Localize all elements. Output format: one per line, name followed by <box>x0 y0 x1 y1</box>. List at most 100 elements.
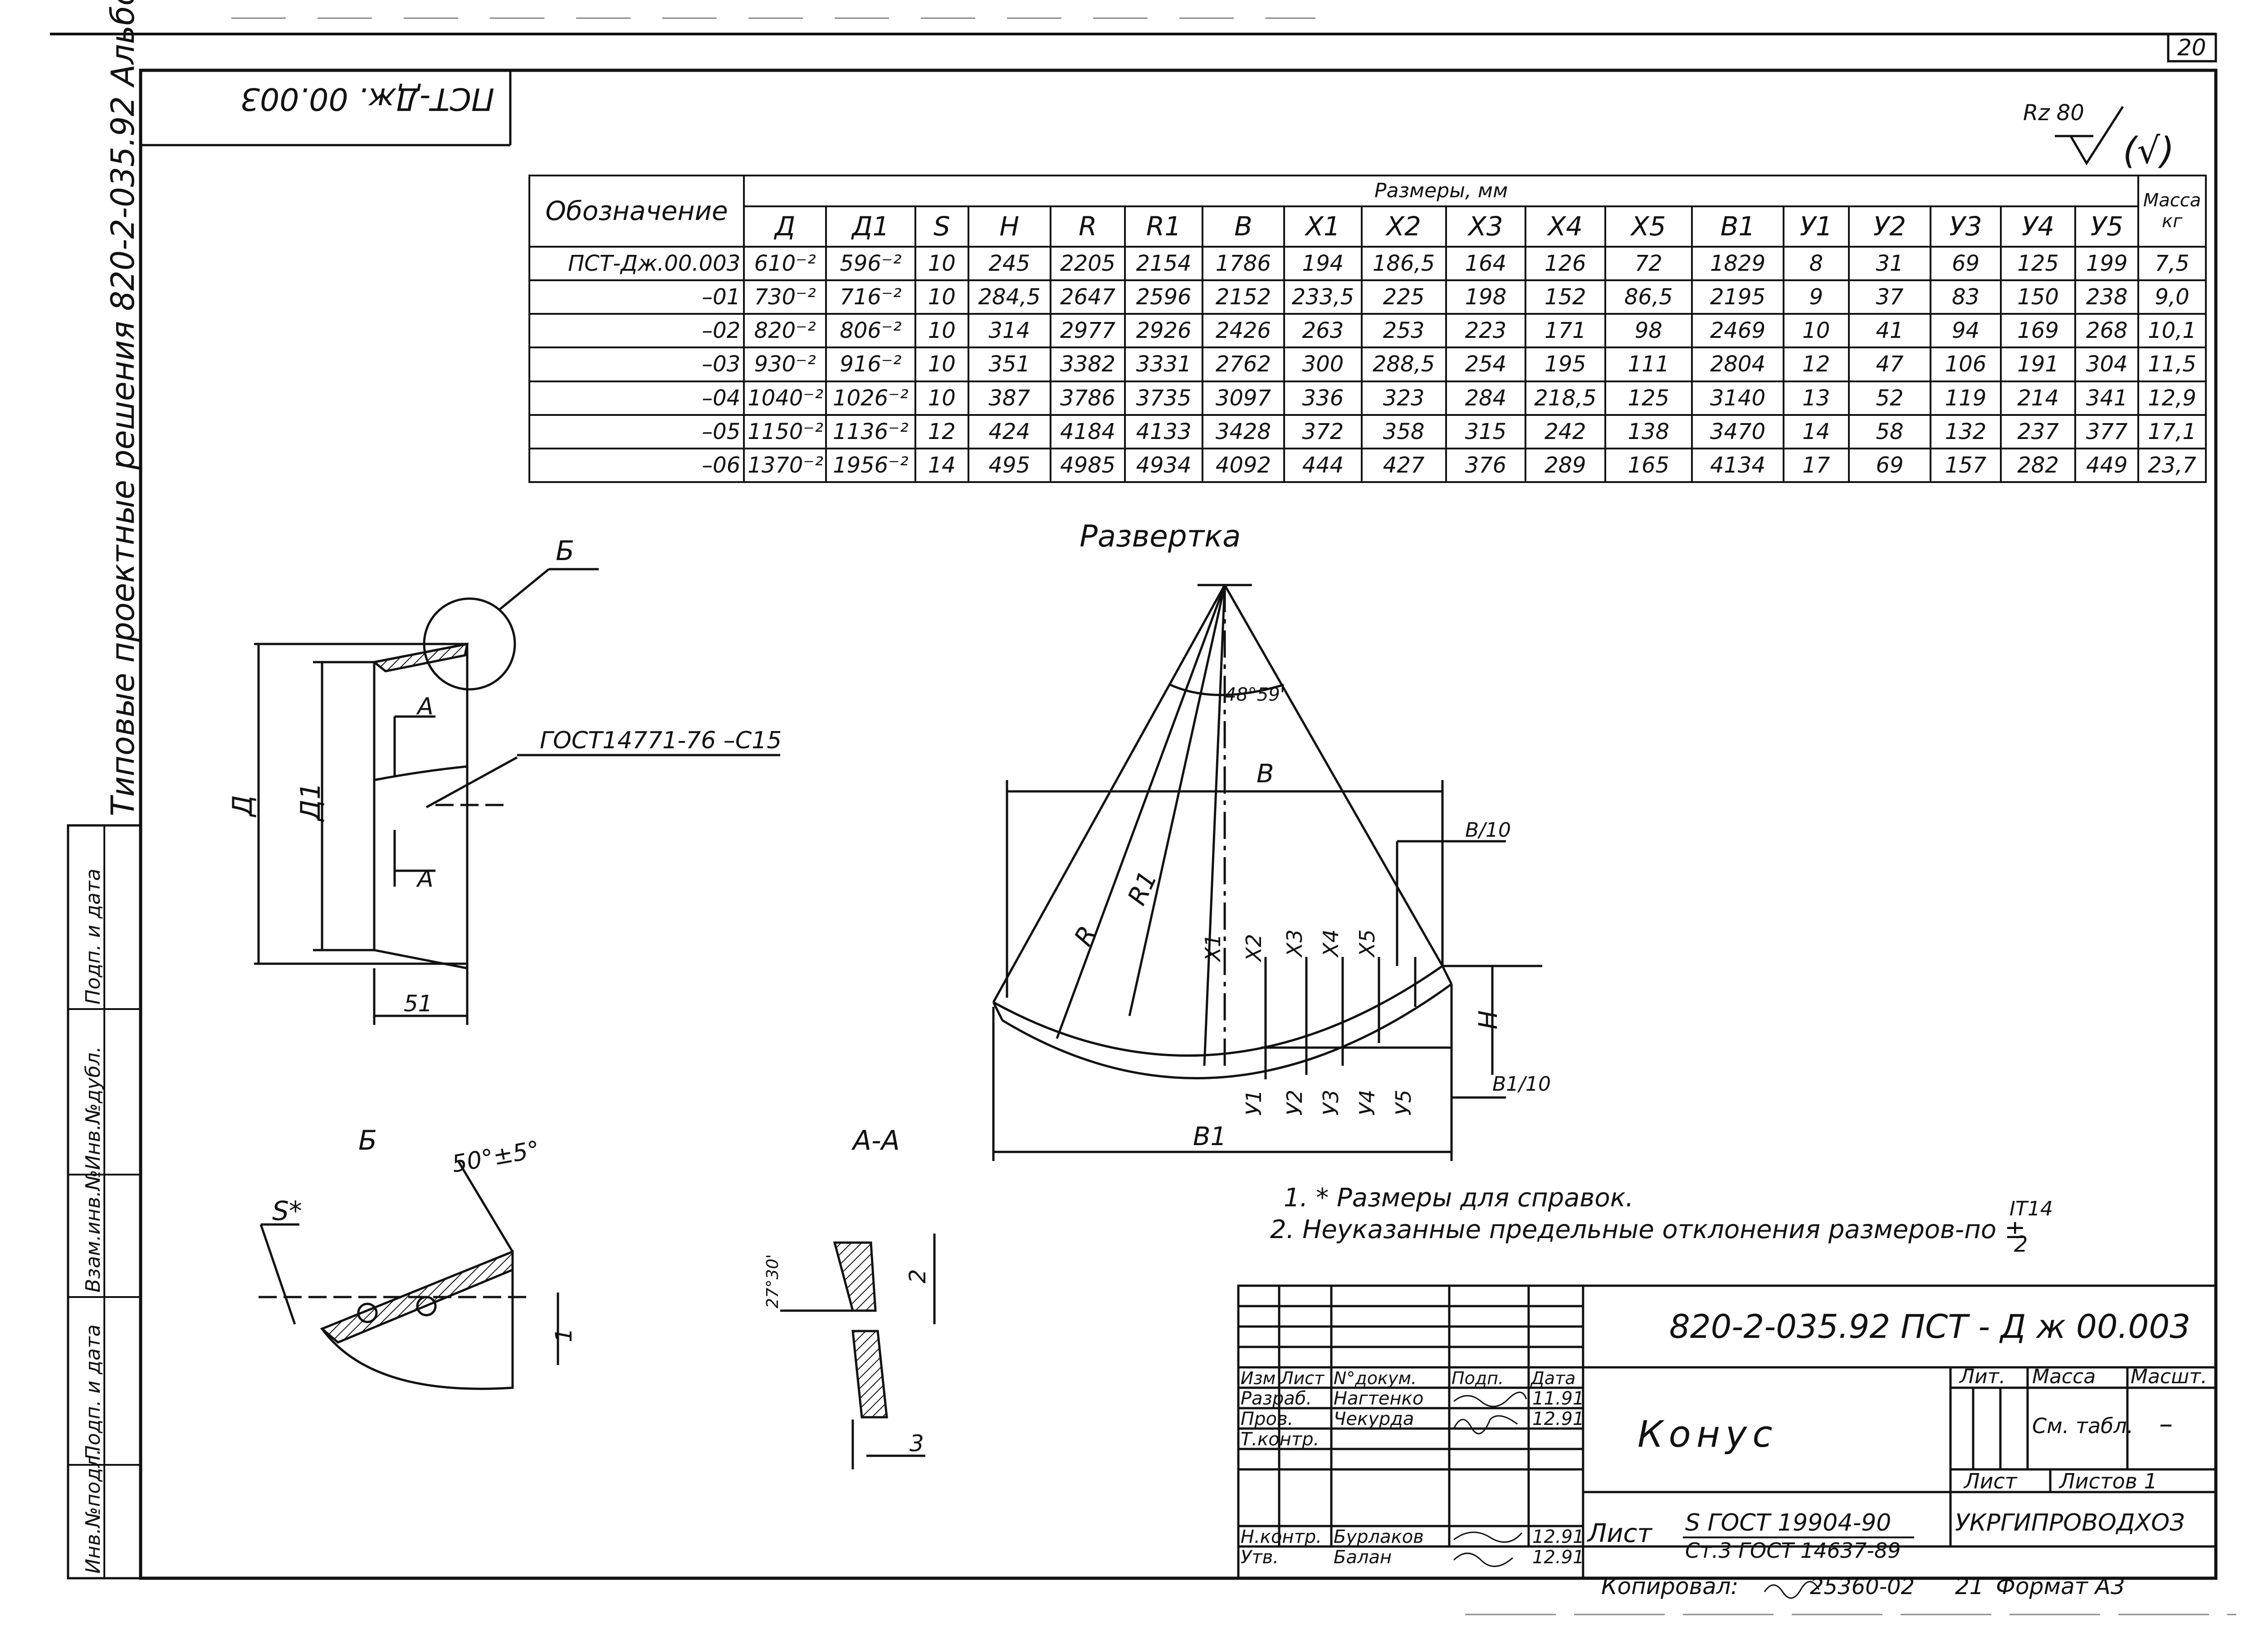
p3-date: 12.91 <box>1532 1527 1584 1547</box>
cell-designation: –06 <box>528 447 745 483</box>
cell-value: 323 <box>1360 380 1447 416</box>
col-header: X3 <box>1445 205 1527 248</box>
cell-value: 2762 <box>1201 346 1286 382</box>
cell-value: 191 <box>1999 346 2077 382</box>
title-material-top: S ГОСТ 19904-90 <box>1685 1509 1891 1536</box>
cell-value: 218,5 <box>1525 380 1606 416</box>
cell-value: 169 <box>1999 313 2077 349</box>
footer-signature <box>1764 1581 1820 1599</box>
cell-mass: 10,1 <box>2137 313 2207 349</box>
p0-role: Разраб. <box>1241 1388 1312 1409</box>
col-header: X4 <box>1525 205 1606 248</box>
p1-role: Пров. <box>1241 1409 1293 1429</box>
cell-value: 3735 <box>1124 380 1203 416</box>
dev-x1: X1 <box>1201 934 1225 962</box>
cell-value: 41 <box>1848 313 1932 349</box>
footer-sheet-idx: 21 <box>1955 1573 1984 1600</box>
cell-value: 2469 <box>1691 313 1785 349</box>
cell-value: 610⁻² <box>743 245 827 282</box>
cell-mass: 9,0 <box>2137 279 2207 315</box>
cell-value: 125 <box>1604 380 1693 416</box>
col-header: Н <box>967 205 1051 248</box>
cell-value: 930⁻² <box>743 346 827 382</box>
footer-copied: Копировал: <box>1601 1573 1739 1600</box>
p3-role: Н.контр. <box>1241 1527 1322 1547</box>
cell-value: 3331 <box>1124 346 1203 382</box>
dev-dim-b10: В/10 <box>1465 819 1511 842</box>
sheet-frame <box>50 17 2236 1615</box>
cell-value: 4985 <box>1049 447 1126 483</box>
development-drawing <box>992 584 1542 1161</box>
dev-x3: X3 <box>1282 929 1307 958</box>
cell-value: 17 <box>1783 447 1850 483</box>
cell-value: 10 <box>914 313 969 349</box>
cell-value: 253 <box>1360 313 1447 349</box>
dev-y-labels: У1 У2 У3 У4 У5 <box>1242 1090 1416 1116</box>
cell-value: 9 <box>1783 279 1850 315</box>
cell-value: 126 <box>1525 245 1606 282</box>
cell-value: 304 <box>2074 346 2139 382</box>
cell-mass: 7,5 <box>2137 245 2207 282</box>
cell-value: 2426 <box>1201 313 1286 349</box>
hdr-list: Лист <box>1280 1368 1325 1388</box>
dev-y2: У2 <box>1282 1090 1307 1116</box>
title-material-label: Лист <box>1587 1519 1652 1548</box>
stamp-inv-podl: Инв.№подл. <box>82 1449 105 1574</box>
cell-value: 1829 <box>1691 245 1785 282</box>
cell-value: 242 <box>1525 414 1606 449</box>
cell-value: 336 <box>1283 380 1363 416</box>
cell-value: 806⁻² <box>825 313 916 349</box>
cell-value: 10 <box>914 346 969 382</box>
cell-designation: –03 <box>528 346 745 382</box>
cell-value: 3097 <box>1201 380 1286 416</box>
development-title: Развертка <box>1080 519 1241 554</box>
cell-value: 1026⁻² <box>825 380 916 416</box>
cell-value: 111 <box>1604 346 1693 382</box>
cell-value: 223 <box>1445 313 1527 349</box>
cell-value: 314 <box>967 313 1051 349</box>
section-2: 2 <box>904 1269 931 1283</box>
cell-value: 1786 <box>1201 245 1286 282</box>
cell-value: 730⁻² <box>743 279 827 315</box>
dim-d-label: Д <box>227 795 259 818</box>
cell-value: 94 <box>1930 313 2002 349</box>
cell-value: 4134 <box>1691 447 1785 483</box>
col-header: У5 <box>2074 205 2139 248</box>
col-header: X2 <box>1360 205 1447 248</box>
signatures <box>1453 1391 1527 1567</box>
detail-b-s: S* <box>272 1195 302 1226</box>
cell-mass: 12,9 <box>2137 380 2207 416</box>
cell-value: 268 <box>2074 313 2139 349</box>
cell-value: 2804 <box>1691 346 1785 382</box>
section-aa-title: А-А <box>851 1125 900 1156</box>
note-tol-top: IT14 <box>2009 1197 2053 1220</box>
cell-value: 288,5 <box>1360 346 1447 382</box>
cell-value: 52 <box>1848 380 1932 416</box>
roughness-symbol <box>2055 106 2124 166</box>
section-3: 3 <box>909 1430 924 1457</box>
cell-value: 4133 <box>1124 414 1203 449</box>
col-header: У3 <box>1930 205 2002 248</box>
cell-value: 194 <box>1283 245 1363 282</box>
cell-value: 238 <box>2074 279 2139 315</box>
dev-x-labels: X1 X2 X3 X4 X5 <box>1201 929 1379 962</box>
cell-value: 58 <box>1848 414 1932 449</box>
cell-value: 300 <box>1283 346 1363 382</box>
dim-51: 51 <box>404 990 433 1017</box>
cell-value: 916⁻² <box>825 346 916 382</box>
cell-value: 716⁻² <box>825 279 916 315</box>
dev-dim-b: В <box>1256 759 1274 789</box>
cell-value: 820⁻² <box>743 313 827 349</box>
cell-value: 8 <box>1783 245 1850 282</box>
section-angle: 27°30' <box>763 1254 782 1308</box>
title-scale: Масшт. <box>2131 1365 2207 1388</box>
weld-note: ГОСТ14771-76 –С15 <box>540 727 782 754</box>
cell-value: 14 <box>1783 414 1850 449</box>
cell-value: 233,5 <box>1283 279 1363 315</box>
detail-b-angle: 50°±5° <box>450 1136 542 1178</box>
cell-value: 31 <box>1848 245 1932 282</box>
p0-date: 11.91 <box>1532 1388 1584 1409</box>
cell-value: 3786 <box>1049 380 1126 416</box>
hdr-doc: N°докум. <box>1334 1368 1417 1388</box>
